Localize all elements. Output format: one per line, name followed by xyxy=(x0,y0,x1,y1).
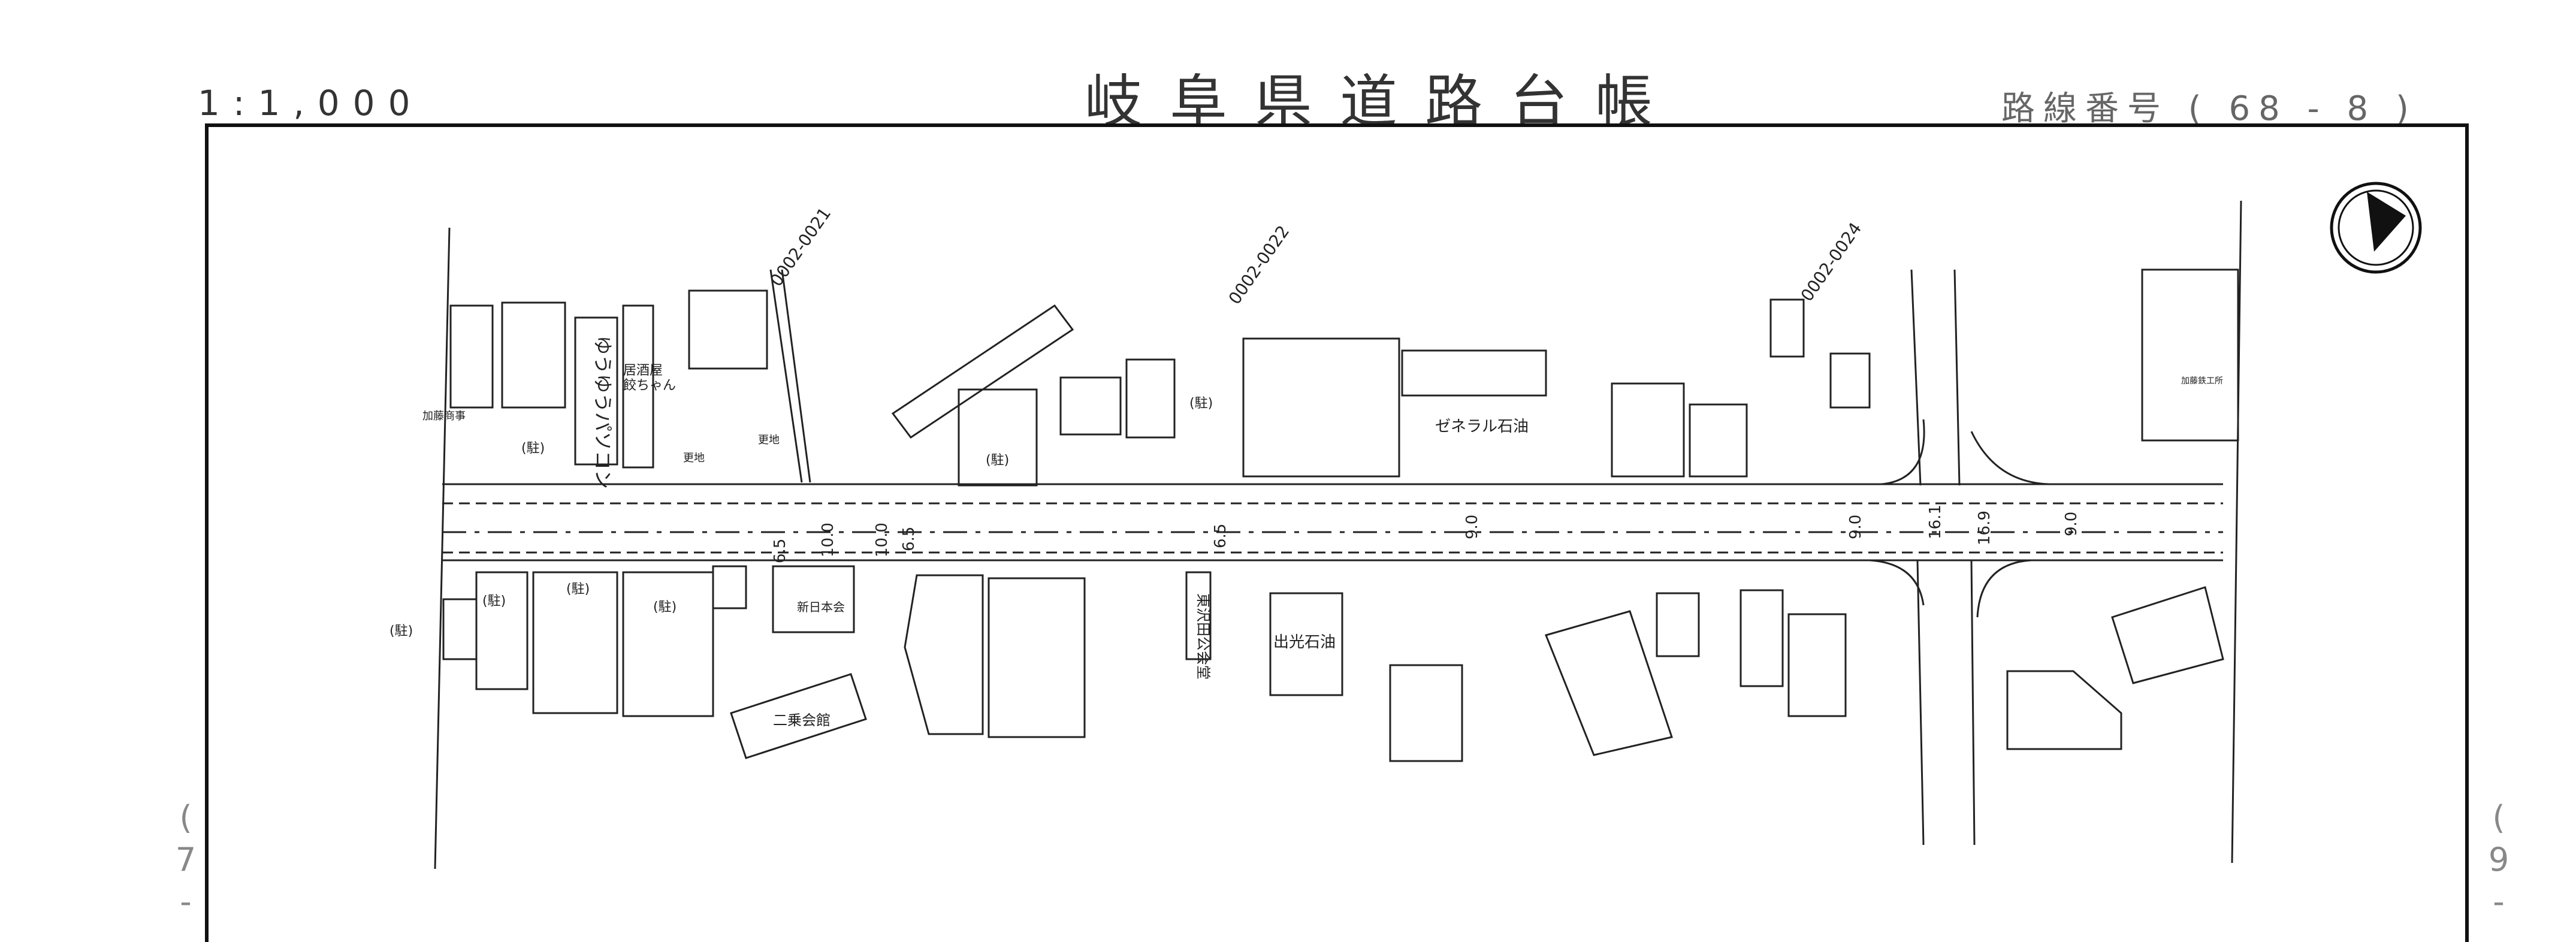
building-n12 xyxy=(1689,403,1748,478)
side-road-cross-east xyxy=(1953,269,1961,486)
label-parking-4: (駐) xyxy=(482,594,506,609)
west-boundary xyxy=(434,227,451,869)
label-vacant-2: 更地 xyxy=(758,434,780,446)
dimension-1: 6.5 xyxy=(771,539,789,563)
label-vacant-1: 更地 xyxy=(683,452,705,464)
building-n16 xyxy=(891,304,1074,439)
building-n15 xyxy=(2141,268,2239,442)
scale-label: 1:1,000 xyxy=(198,83,424,123)
building-s3 xyxy=(532,571,618,714)
label-parking-6: (駐) xyxy=(653,600,677,615)
label-nijo-hall: 二乗会館 xyxy=(773,712,831,729)
building-n8 xyxy=(1125,358,1176,439)
label-yuyu-pasokon: ゆうゆうパソコン xyxy=(591,336,614,489)
label-shinnihon: 新日本会 xyxy=(797,600,845,614)
building-s4 xyxy=(622,571,714,717)
label-higashisawada: 東沢田公会堂 xyxy=(1195,593,1212,680)
right-margin-label-1: ( xyxy=(2492,799,2505,837)
left-margin-label-3: - xyxy=(180,883,192,920)
building-s7 xyxy=(730,673,867,759)
building-n10 xyxy=(1401,349,1547,397)
curve-ne xyxy=(1881,419,1925,485)
side-road-south-east xyxy=(1970,560,1976,846)
building-n7 xyxy=(1059,376,1122,436)
building-n4 xyxy=(622,304,654,469)
building-s6 xyxy=(772,565,855,633)
building-s1 xyxy=(442,598,478,660)
label-parking-7: (駐) xyxy=(389,624,413,639)
building-n1 xyxy=(449,304,494,409)
north-arrow-icon xyxy=(2330,182,2422,274)
building-n11 xyxy=(1611,382,1685,478)
label-parking-1: (駐) xyxy=(521,441,545,456)
building-s12 xyxy=(1389,664,1463,762)
left-margin-page: ( 7 - xyxy=(168,797,204,923)
building-s9 xyxy=(987,577,1086,738)
right-margin-label-3: - xyxy=(2493,883,2505,920)
building-s11 xyxy=(1269,592,1343,696)
building-n5 xyxy=(688,289,768,370)
dimension-7: 9.0 xyxy=(1847,515,1865,539)
dimension-3: 10.0 xyxy=(873,523,891,557)
building-n13 xyxy=(1769,298,1805,358)
label-izakaya: 居酒屋 xyxy=(623,363,663,378)
building-n3 xyxy=(574,316,618,466)
label-gyoza: 餃ちゃん xyxy=(623,378,676,393)
left-margin-label-1: ( xyxy=(179,799,192,837)
label-kato-works: 加藤鉄工所 xyxy=(2181,376,2223,386)
label-parking-2: (駐) xyxy=(986,453,1009,468)
dimension-6: 9.0 xyxy=(1463,515,1481,539)
building-n6 xyxy=(958,388,1038,487)
side-road-south-west xyxy=(1916,560,1925,846)
dimension-5: 6.5 xyxy=(1212,524,1230,548)
dimension-10: 9.0 xyxy=(2062,512,2080,536)
dimension-4: 6.5 xyxy=(900,527,918,551)
dimension-2: 10.0 xyxy=(819,523,837,557)
building-s16 xyxy=(1787,613,1847,717)
building-n14 xyxy=(1829,352,1871,409)
building-n2 xyxy=(501,301,566,409)
side-road-cross-west xyxy=(1910,269,1922,486)
marker-label-2: 0002-0022 xyxy=(1225,222,1294,308)
curve-nw xyxy=(1970,431,2050,485)
marker-label-3: 0002-0024 xyxy=(1797,219,1866,305)
curve-se xyxy=(1869,559,1925,606)
building-s5 xyxy=(712,565,747,609)
label-general-oil: ゼネラル石油 xyxy=(1435,418,1529,436)
curve-sw xyxy=(1976,559,2032,618)
left-margin-label-2: 7 xyxy=(175,841,197,878)
right-margin-label-2: 9 xyxy=(2488,841,2509,878)
side-road-left-2 xyxy=(781,269,811,483)
building-s2 xyxy=(475,571,529,690)
label-parking-5: (駐) xyxy=(566,582,590,597)
label-idemitsu-oil: 出光石油 xyxy=(1273,633,1336,651)
dimension-8: 16.1 xyxy=(1926,505,1944,539)
marker-label-1: 0002-0021 xyxy=(766,204,835,290)
building-s10 xyxy=(1185,571,1212,660)
building-s18 xyxy=(2006,670,2122,750)
label-parking-3: (駐) xyxy=(1189,396,1213,411)
dimension-9: 16.9 xyxy=(1976,511,1994,545)
building-s14 xyxy=(1656,592,1700,657)
building-s8 xyxy=(904,574,984,735)
building-s13 xyxy=(1544,610,1673,756)
building-s17 xyxy=(2111,586,2224,684)
map-frame xyxy=(205,123,2469,942)
building-n9 xyxy=(1242,337,1400,478)
right-margin-page: ( 9 - xyxy=(2481,797,2517,923)
side-road-left-1 xyxy=(769,269,803,483)
building-s15 xyxy=(1740,589,1784,687)
east-boundary xyxy=(2231,200,2242,864)
label-kato-shoji: 加藤商事 xyxy=(422,410,466,422)
route-number: 路線番号 ( 68 - 8 ) xyxy=(2001,89,2417,128)
